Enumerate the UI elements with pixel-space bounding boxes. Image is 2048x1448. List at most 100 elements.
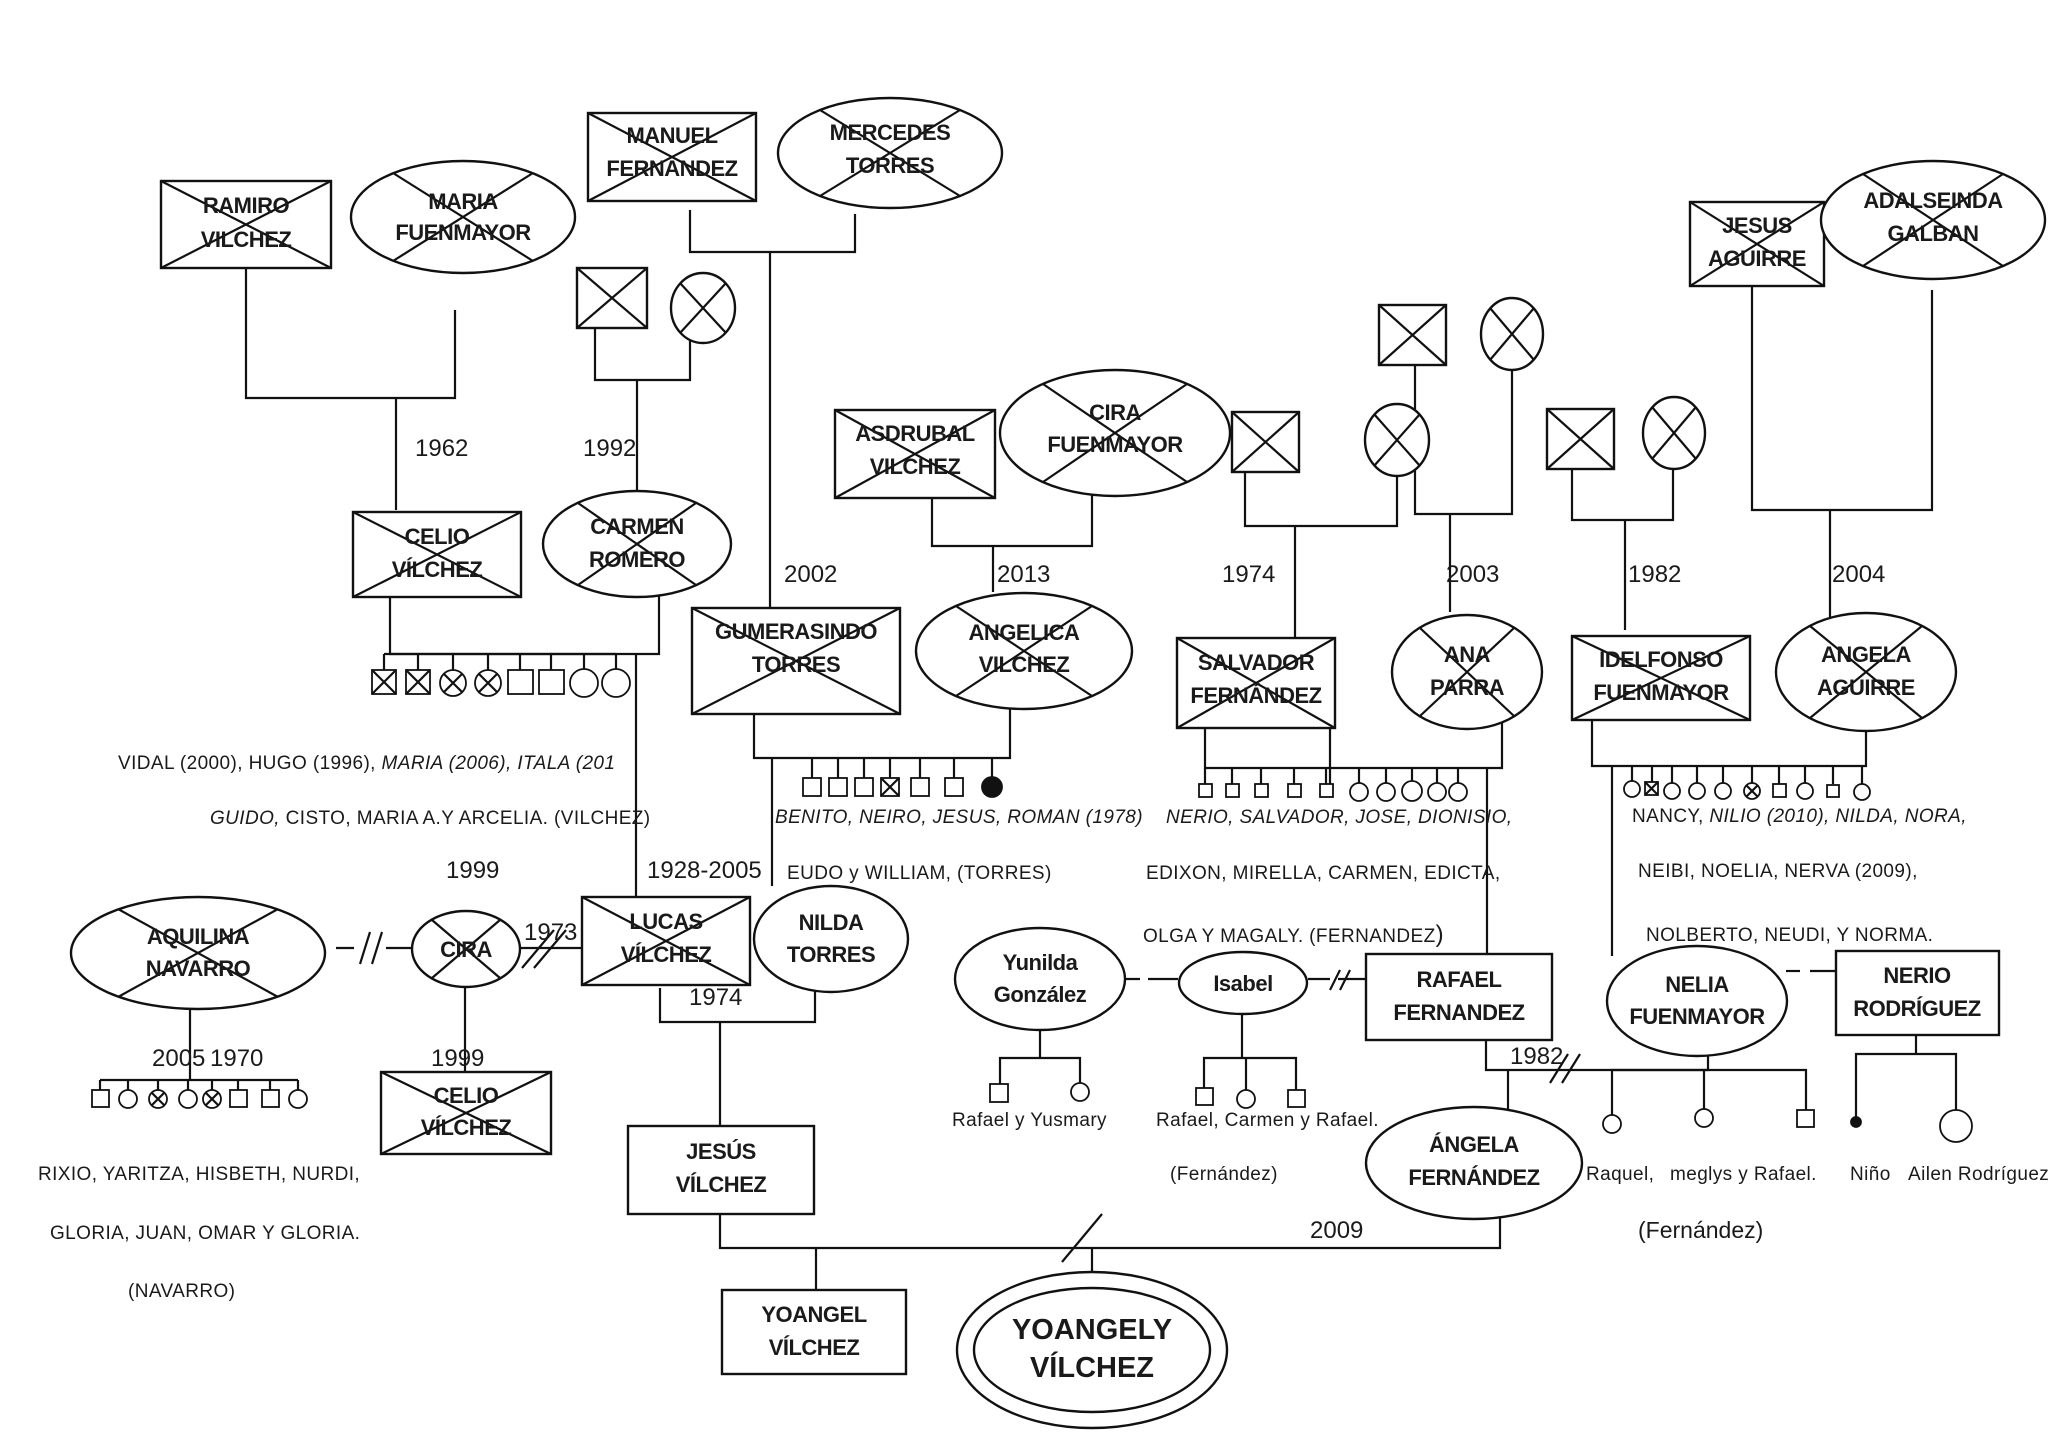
sibling-notes: VIDAL (2000), HUGO (1996), MARIA (2006),… [38,753,2048,1302]
person-surname: TORRES [787,942,875,967]
person-adalseinda-galban: ADALSEINDA GALBAN [1819,159,2047,281]
person-surname: VÍLCHEZ [392,557,483,582]
deceased-female-symbol [1479,296,1545,372]
person-rafael-fernandez: RAFAEL FERNANDEZ [1364,952,1554,1042]
person-surname: TORRES [752,652,840,677]
person-celio-vilchez-2: CELIO VÍLCHEZ [379,1070,553,1156]
isabel-children-symbols [1195,1087,1306,1109]
year-label: 1982 [1510,1043,1563,1070]
person-jesus-aguirre: JESUS AGUIRRE [1688,200,1826,288]
person-lucas-vilchez: LUCAS VÍLCHEZ [580,895,752,987]
person-surname: VÍLCHEZ [1030,1350,1154,1384]
person-surname: FERNÁNDEZ [1408,1165,1539,1190]
person-name: CARMEN [590,514,684,539]
person-name: LUCAS [629,909,702,934]
person-name: JESUS [1722,213,1792,238]
torres-siblings-line-2: EUDO y WILLIAM, (TORRES) [787,863,1052,884]
year-label: 1928-2005 [647,857,762,884]
person-surname: FERNANDEZ [606,156,737,181]
person-name: YOANGELY [1012,1314,1172,1346]
nelia-children-symbols [1602,1108,1815,1134]
nelia-children-names-1: Raquel, [1586,1164,1654,1185]
year-label: 1974 [1222,561,1275,588]
torres-children-symbols [802,776,1003,798]
person-surname: González [994,982,1087,1007]
person-name: NILDA [799,910,864,935]
person-nelia-fuenmayor: NELIA FUENMAYOR [1605,944,1789,1058]
isabel-children-names: Rafael, Carmen y Rafael. [1156,1110,1379,1131]
year-label: 2002 [784,561,837,588]
year-label: 1982 [1628,561,1681,588]
person-name: IDELFONSO [1599,647,1723,672]
person-name: RAFAEL [1417,967,1502,992]
deceased-female-symbol [1641,395,1707,471]
person-cira: CIRA [410,909,522,989]
person-surname: VILCHEZ [870,454,961,479]
person-name: MANUEL [626,123,717,148]
fernandez-siblings-line-2: EDIXON, MIRELLA, CARMEN, EDICTA, [1146,863,1501,884]
person-name: CIRA [440,937,492,962]
year-label: 1973 [524,919,577,946]
person-surname: VÍLCHEZ [769,1335,860,1360]
yunilda-children-names: Rafael y Yusmary [952,1110,1107,1131]
vilchez-children-symbols [371,668,631,698]
year-label: 2013 [997,561,1050,588]
person-name: NELIA [1665,972,1729,997]
nelia-children-surname: (Fernández) [1638,1217,1763,1243]
person-name: YOANGEL [761,1302,866,1327]
person-surname: PARRA [1430,675,1505,700]
person-angelica-vilchez: ANGELICA VILCHEZ [914,591,1134,711]
person-surname: AGUIRRE [1708,246,1806,271]
year-label: 1992 [583,435,636,462]
person-surname: VÍLCHEZ [621,942,712,967]
person-name: RAMIRO [203,193,290,218]
nerio-children-symbols [1850,1109,1973,1143]
person-carmen-romero: CARMEN ROMERO [541,489,733,599]
person-name: Isabel [1213,971,1272,996]
person-surname: NAVARRO [146,956,251,981]
fernandez-children-symbols [1198,780,1468,802]
person-mercedes-torres: MERCEDES TORRES [776,96,1004,210]
person-name: ANGELICA [969,620,1081,645]
person-surname: VÍLCHEZ [421,1115,512,1140]
person-surname: ROMERO [589,547,685,572]
fuenmayor-siblings-line-3: NOLBERTO, NEUDI, Y NORMA. [1646,925,1933,946]
nerio-child-nino: Niño [1850,1164,1891,1185]
deceased-female-symbol [669,271,737,345]
person-jesus-vilchez: JESÚS VÍLCHEZ [626,1124,816,1216]
person-manuel-fernandez: MANUEL FERNANDEZ [586,111,758,203]
isabel-children-surname: (Fernández) [1170,1164,1278,1185]
person-surname: AGUIRRE [1817,675,1915,700]
fuenmayor-siblings-line-1: NANCY, NILIO (2010), NILDA, NORA, [1632,806,1967,827]
person-nerio-rodriguez: NERIO RODRÍGUEZ [1834,949,2001,1037]
year-label: 2005 [152,1045,205,1072]
person-surname: TORRES [846,153,934,178]
person-ramiro-vilchez: RAMIRO VILCHEZ [159,179,333,270]
vilchez-siblings-line-1: VIDAL (2000), HUGO (1996), MARIA (2006),… [118,753,615,774]
person-surname: VILCHEZ [201,227,292,252]
year-label: 2009 [1310,1217,1363,1244]
year-label: 2003 [1446,561,1499,588]
index-person-yoangely-vilchez: YOANGELY VÍLCHEZ [955,1270,1229,1430]
person-name: ADALSEINDA [1863,188,2003,213]
yunilda-children-symbols [989,1082,1090,1103]
person-gumerasindo-torres: GUMERASINDO TORRES [690,606,902,716]
person-maria-fuenmayor: MARIA FUENMAYOR [349,159,577,275]
person-name: SALVADOR [1198,650,1315,675]
fernandez-siblings-line-3: OLGA Y MAGALY. (FERNANDEZ) [1143,921,1444,948]
deceased-male-symbol [1377,303,1448,367]
person-surname: GALBAN [1887,221,1978,246]
person-yoangel-vilchez: YOANGEL VÍLCHEZ [720,1288,908,1376]
person-surname: FUENMAYOR [1593,680,1729,705]
person-angela-aguirre: ANGELA AGUIRRE [1774,611,1958,733]
person-name: MERCEDES [830,120,951,145]
person-surname: FUENMAYOR [395,220,531,245]
navarro-siblings-line-2: GLORIA, JUAN, OMAR Y GLORIA. [50,1223,360,1244]
person-idelfonso-fuenmayor: IDELFONSO FUENMAYOR [1570,634,1752,722]
person-name: ASDRUBAL [855,421,975,446]
year-label: 1962 [415,435,468,462]
person-nilda-torres: NILDA TORRES [752,884,910,994]
fuenmayor-siblings-line-2: NEIBI, NOELIA, NERVA (2009), [1638,861,1918,882]
person-name: ANGELA [1821,642,1912,667]
